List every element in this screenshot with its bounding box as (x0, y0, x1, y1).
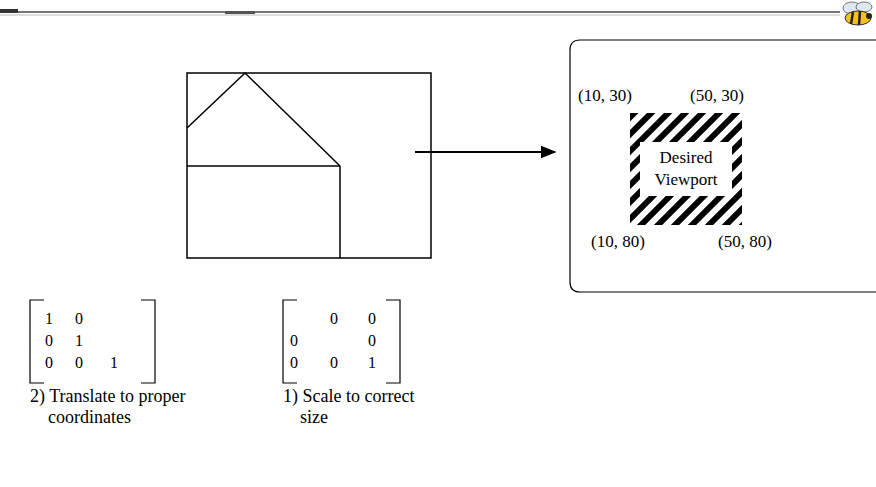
matrix-entry: 0 (368, 331, 376, 350)
house-picture (187, 73, 431, 258)
step-caption: 1) Scale to correct size (283, 386, 430, 428)
bee-logo (843, 2, 872, 25)
matrix-entry: 0 (45, 331, 53, 350)
screen-panel (570, 40, 876, 292)
header-mark (0, 9, 18, 13)
corner-coordinate: (10, 80) (591, 232, 645, 252)
viewport-label: Desired Viewport (640, 142, 732, 196)
matrix-entry: 0 (330, 353, 338, 372)
matrix-entry: 0 (290, 331, 298, 350)
matrix-entry: 1 (110, 353, 118, 372)
corner-coordinate: (50, 30) (690, 86, 744, 106)
matrix-entry: 0 (75, 309, 83, 328)
header-rule (0, 11, 840, 13)
matrix-entry: 1 (45, 309, 53, 328)
mapping-arrow (415, 151, 555, 153)
matrix-entry: 0 (75, 353, 83, 372)
matrix-bracket (30, 300, 400, 383)
header-mark (225, 11, 255, 14)
corner-coordinate: (10, 30) (578, 86, 632, 106)
corner-coordinate: (50, 80) (718, 232, 772, 252)
viewport-box: Desired Viewport (630, 113, 742, 225)
matrix-entry: 0 (368, 309, 376, 328)
matrix-entry: 0 (45, 353, 53, 372)
matrix-entry: 1 (368, 353, 376, 372)
step-caption: 2) Translate to proper coordinates (30, 386, 187, 428)
matrix-entry: 0 (330, 309, 338, 328)
matrix-entry: 1 (75, 331, 83, 350)
matrix-entry: 0 (290, 353, 298, 372)
header-rule (0, 15, 840, 16)
